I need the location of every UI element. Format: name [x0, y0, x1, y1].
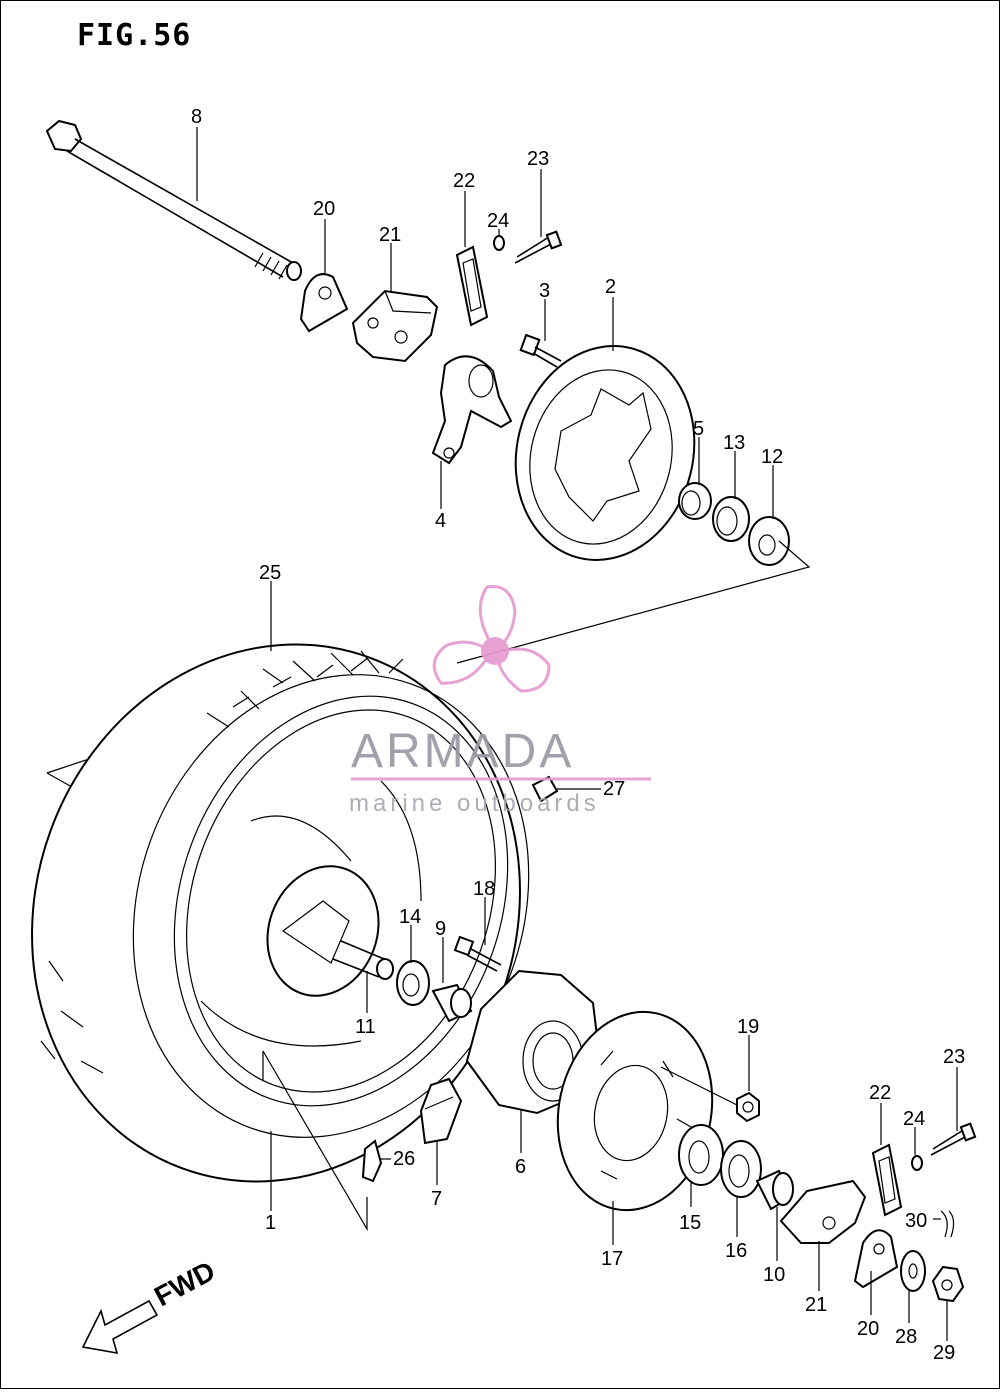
spacer-9[interactable] [431, 983, 473, 1023]
callout-25: 25 [259, 562, 281, 584]
propeller-logo-icon [432, 585, 551, 693]
adjuster-plate-20-bottom[interactable] [853, 1229, 899, 1289]
chain-adjuster-21-bottom[interactable] [779, 1179, 867, 1244]
callout-26: 26 [393, 1148, 415, 1170]
callout-7: 7 [431, 1188, 442, 1210]
washer-28[interactable] [900, 1250, 926, 1292]
callout-23-bottom: 23 [943, 1046, 965, 1068]
callout-28: 28 [895, 1326, 917, 1348]
caliper-bracket-4[interactable] [431, 355, 513, 465]
callout-27: 27 [603, 778, 625, 800]
callout-18: 18 [473, 878, 495, 900]
seal-16[interactable] [720, 1140, 762, 1198]
castle-nut-29[interactable] [931, 1265, 965, 1303]
callout-20-bottom: 20 [857, 1318, 879, 1340]
seal-13[interactable] [712, 496, 750, 542]
callout-17: 17 [601, 1248, 623, 1270]
spacer-10[interactable] [755, 1169, 794, 1211]
callout-30: 30 [905, 1210, 927, 1232]
plate-22-top[interactable] [455, 245, 489, 327]
axle-part-8[interactable] [45, 119, 302, 281]
washer-24-bottom[interactable] [911, 1155, 923, 1171]
brake-disc-2[interactable] [493, 327, 716, 579]
nut-19[interactable] [736, 1091, 760, 1123]
callout-20-top: 20 [313, 198, 335, 220]
callout-22-bottom: 22 [869, 1082, 891, 1104]
callout-16: 16 [725, 1240, 747, 1262]
bolt-3[interactable] [519, 333, 562, 368]
adjuster-plate-20-top[interactable] [299, 273, 349, 333]
callout-1: 1 [265, 1212, 276, 1234]
chain-adjuster-21-top[interactable] [351, 289, 439, 363]
watermark: ARMADA marine outboards [349, 585, 651, 817]
callout-24-top: 24 [487, 210, 509, 232]
callout-5: 5 [693, 418, 704, 440]
hub-shaft-11[interactable] [332, 940, 394, 980]
callout-13: 13 [723, 432, 745, 454]
fwd-indicator: FWD [81, 1255, 220, 1355]
figure-title: FIG.56 [77, 18, 191, 53]
callout-23-top: 23 [527, 148, 549, 170]
callout-22-top: 22 [453, 170, 475, 192]
callout-4: 4 [435, 510, 446, 532]
bolt-23-top[interactable] [514, 230, 563, 264]
callout-21-bottom: 21 [805, 1294, 827, 1316]
bearing-14[interactable] [396, 960, 430, 1006]
cushion-7[interactable] [419, 1077, 463, 1145]
callout-2: 2 [605, 276, 616, 298]
watermark-brand: ARMADA [351, 725, 574, 778]
valve-26[interactable] [361, 1139, 383, 1183]
callout-10: 10 [763, 1264, 785, 1286]
leader-lines [196, 127, 958, 1341]
callout-9: 9 [435, 918, 446, 940]
bolt-18[interactable] [453, 935, 502, 972]
watermark-tagline: marine outboards [349, 790, 600, 817]
bearing-12[interactable] [748, 516, 790, 566]
callout-15: 15 [679, 1212, 701, 1234]
callout-12: 12 [761, 446, 783, 468]
spacer-5[interactable] [678, 482, 712, 520]
callout-6: 6 [515, 1156, 526, 1178]
bolt-23-bottom[interactable] [930, 1122, 977, 1156]
callout-21-top: 21 [379, 224, 401, 246]
callout-19: 19 [737, 1016, 759, 1038]
bearing-15[interactable] [678, 1124, 724, 1186]
callout-14: 14 [399, 906, 421, 928]
cotter-pin-30[interactable] [940, 1210, 955, 1238]
callout-29: 29 [933, 1342, 955, 1364]
callout-11: 11 [355, 1016, 376, 1038]
callout-24-bottom: 24 [903, 1108, 925, 1130]
callout-3: 3 [539, 280, 550, 302]
callout-labels: 8 20 21 22 24 23 3 2 4 5 13 12 25 27 18 … [191, 106, 965, 1364]
callout-8: 8 [191, 106, 202, 128]
plate-22-bottom[interactable] [871, 1143, 903, 1217]
fwd-label: FWD [149, 1255, 220, 1312]
wheel-rim-1[interactable] [119, 649, 563, 1153]
assembly-axis-top [456, 540, 811, 664]
washer-24-top[interactable] [493, 235, 505, 251]
fwd-arrow-icon [81, 1299, 159, 1355]
